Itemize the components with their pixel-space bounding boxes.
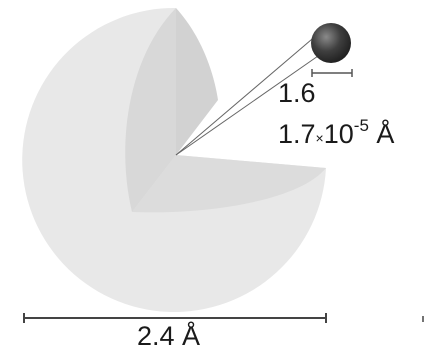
nucleus-size-sci-label: 1.7×10-5 Å <box>278 117 394 148</box>
nucleus <box>311 23 351 63</box>
zoom-line-bottom <box>175 55 319 156</box>
atom-scale-bar <box>23 313 327 323</box>
atom-size-label: 2.4 Å <box>137 321 201 351</box>
sphere-cut-face-horizontal <box>132 155 326 213</box>
sci-mantissa: 1.7 <box>278 119 316 149</box>
sphere-cut-face-vertical <box>125 8 176 212</box>
nucleus-scale-bar <box>311 69 353 77</box>
sci-unit: Å <box>376 119 395 149</box>
sphere-cut-edge <box>176 8 218 155</box>
nucleus-size-label: 1.6 <box>278 78 316 108</box>
sci-base: 10 <box>323 119 354 149</box>
zoom-line-top <box>175 33 319 156</box>
sci-times: × <box>315 130 324 146</box>
sci-exponent: -5 <box>353 116 369 135</box>
